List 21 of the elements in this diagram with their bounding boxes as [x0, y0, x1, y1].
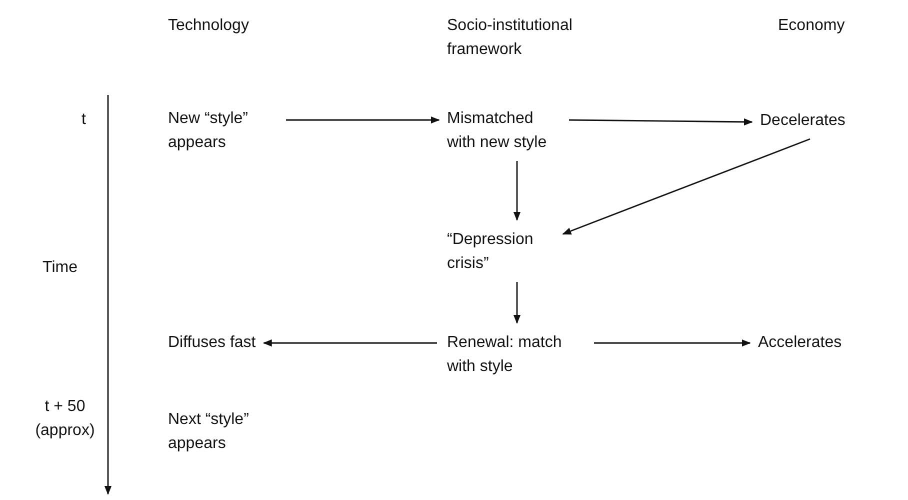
column-header: Socio-institutional framework — [447, 16, 574, 60]
arrow — [513, 161, 521, 221]
node-text: Diffuses fast — [168, 331, 256, 355]
arrow — [569, 118, 753, 126]
time-marker: t — [80, 110, 86, 130]
node-text: New “style” appears — [168, 107, 278, 155]
arrow — [562, 138, 810, 235]
axis-label: Time — [42, 258, 78, 278]
node-text: Accelerates — [758, 331, 842, 355]
column-header: Technology — [168, 16, 249, 36]
arrow — [286, 116, 440, 124]
node-text: Decelerates — [760, 109, 846, 133]
arrow — [594, 339, 751, 347]
node-text: “Depression crisis” — [447, 228, 557, 276]
node-text: Mismatched with new style — [447, 107, 557, 155]
column-header: Economy — [778, 16, 845, 36]
arrow — [513, 282, 521, 324]
node-text: Next “style” appears — [168, 408, 278, 456]
arrow — [262, 339, 437, 347]
time-marker: t + 50 (approx) — [34, 397, 96, 441]
node-text: Renewal: match with style — [447, 331, 582, 379]
